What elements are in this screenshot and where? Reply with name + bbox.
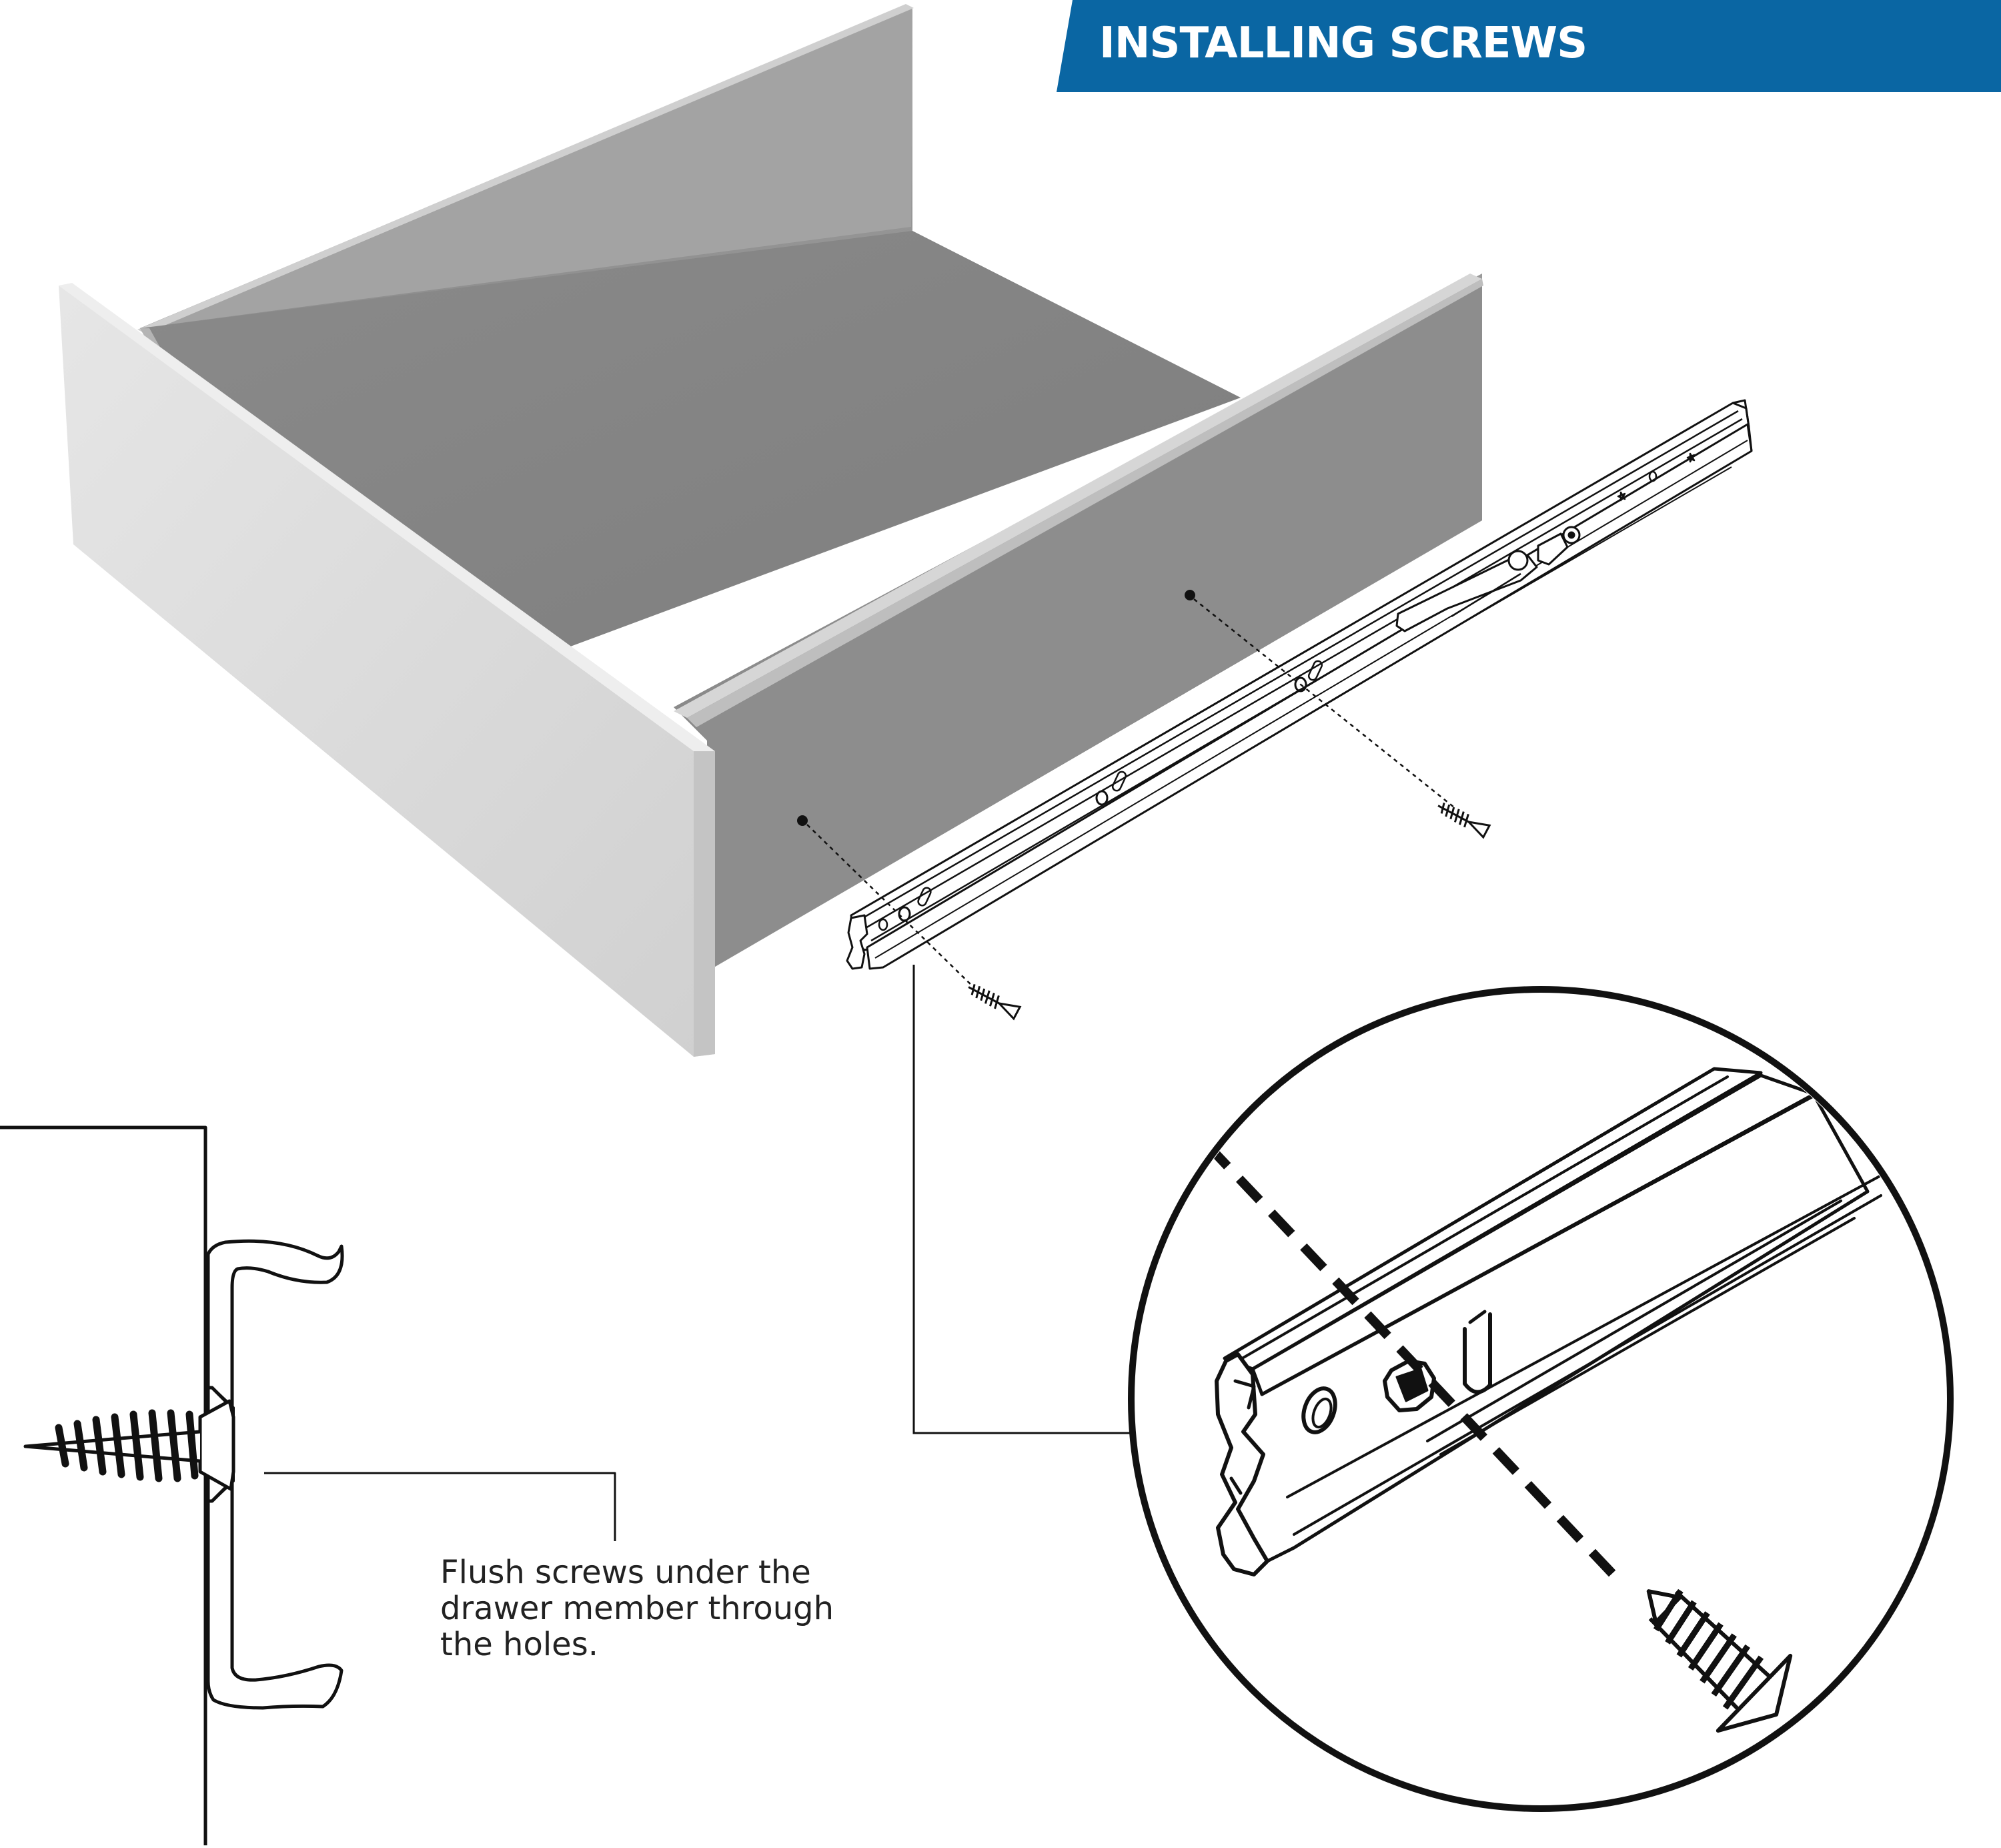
drawer-box <box>59 4 1483 1057</box>
screw-icon <box>1433 799 1491 839</box>
screw-icon <box>1646 1588 1793 1733</box>
drawer-side-wall <box>0 1125 207 1845</box>
drawer-slide-rail <box>846 399 1753 970</box>
screw-icon <box>964 980 1021 1020</box>
guide-line-front <box>806 824 974 988</box>
page-title: INSTALLING SCREWS <box>1099 19 1587 68</box>
magnifier-leader <box>912 965 1134 1434</box>
rail-profile <box>206 1239 344 1710</box>
mount-hole-front <box>797 815 808 826</box>
magnifier-circle <box>1128 986 1954 1812</box>
caption-line: Flush screws under the <box>440 1554 811 1591</box>
caption-leader <box>264 1472 616 1541</box>
drawer-front-panel <box>59 286 715 1057</box>
title-banner <box>1057 0 2001 92</box>
caption-line: the holes. <box>440 1626 598 1663</box>
mount-hole-rear <box>1185 590 1195 600</box>
screw-icon <box>23 1399 235 1491</box>
callout-caption: Flush screws under the drawer member thr… <box>440 1554 855 1663</box>
caption-line: drawer member through <box>440 1590 834 1627</box>
cross-section-detail <box>0 1125 616 1845</box>
